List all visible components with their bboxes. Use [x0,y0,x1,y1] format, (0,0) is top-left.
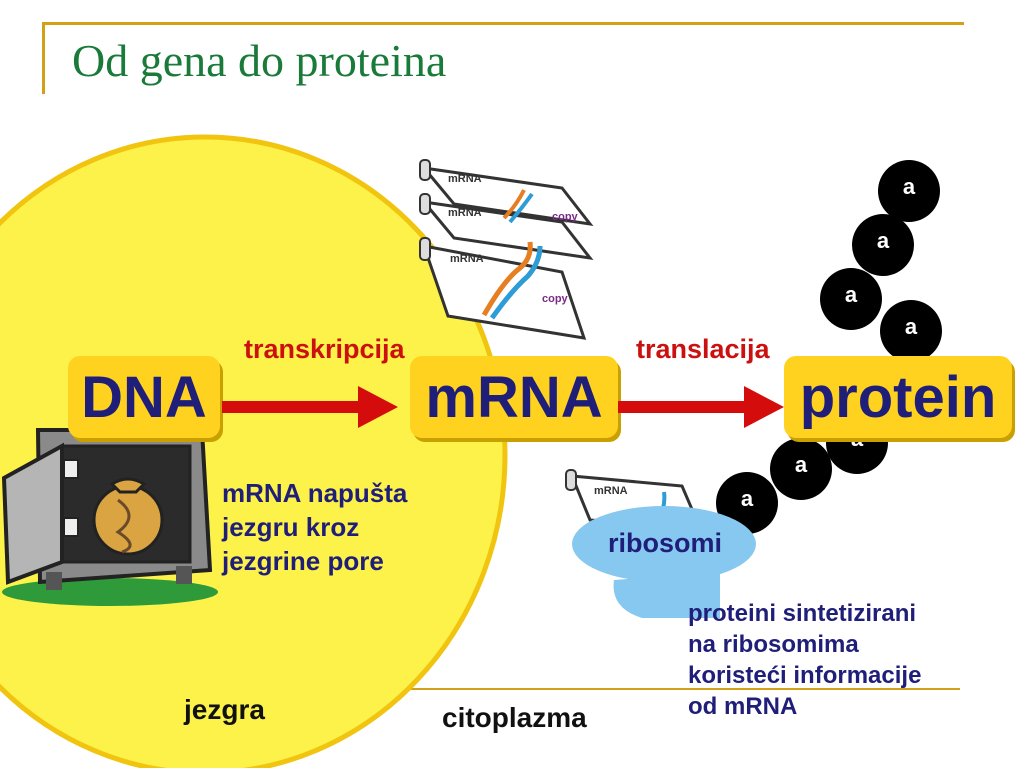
scroll-2-label: mRNA [448,207,482,219]
scroll-3-label: mRNA [450,253,484,265]
vault-icon [1,428,218,606]
amino-acid-bead-icon: a [770,438,832,500]
frame-bottom-line [400,688,960,690]
mrna-scroll-icon: mRNA copy [419,237,587,340]
ribosome-blob-icon [572,506,756,618]
transcription-label: transkripcija [244,334,405,364]
scroll-2-stamp: copy [552,211,579,223]
cytoplasm-label: citoplazma [442,702,587,733]
amino-acid-bead-icon: a [880,300,942,362]
translation-label: translacija [636,334,770,364]
arrow-right-icon [618,386,784,428]
note-line: jezgrine pore [222,546,384,576]
note-line: od mRNA [688,693,798,720]
arrow-right-icon [222,386,398,428]
nucleus-label: jezgra [184,694,265,725]
mrna-box: mRNA [410,356,618,438]
scroll-3-stamp: copy [542,293,569,305]
amino-acid-bead-icon: a [878,160,940,222]
mrna-scroll-stack: mRNA mRNA copy mRNA copy [419,159,594,340]
frame-left-line [42,22,45,94]
money-bag-icon [92,477,164,556]
lower-scroll-label: mRNA [594,485,628,497]
note-line: na ribosomima [688,631,859,658]
mrna-scroll-icon: mRNA copy [419,193,594,261]
frame-top-line [42,22,964,25]
mrna-scroll-icon: mRNA [419,159,594,227]
amino-acid-bead-icon: a [820,268,882,330]
note-line: koristeći informacije [688,662,922,689]
protein-synthesis-note: proteini sintetizirani na ribosomima kor… [688,598,921,722]
dna-box: DNA [68,356,220,438]
nucleus-exit-note: mRNA napušta jezgru kroz jezgrine pore [222,476,407,578]
note-line: proteini sintetizirani [688,600,917,627]
note-line: jezgru kroz [222,512,360,542]
scroll-1-label: mRNA [448,173,482,185]
protein-box: protein [784,356,1012,438]
amino-acid-bead-icon: a [852,214,914,276]
ribosome-label: ribosomi [608,528,723,558]
page-title: Od gena do proteina [72,35,447,86]
note-line: mRNA napušta [222,478,408,508]
dna-helix-icon [115,498,132,554]
